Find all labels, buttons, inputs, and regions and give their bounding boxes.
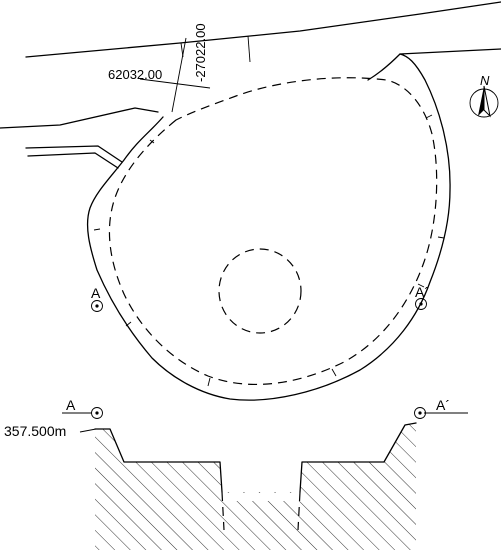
outline-hachures: [93, 114, 445, 387]
section-label-a-plan: A: [91, 285, 101, 301]
pit-outer-outline: [86, 53, 451, 401]
road-edge: [399, 48, 501, 55]
pit-inner-dashed-outline: [108, 77, 438, 385]
section-label-a-prime-plan: A´: [415, 284, 429, 300]
section-pit-wall-left: [221, 491, 225, 531]
section-pit-wall-right: [297, 491, 301, 531]
section-profile-right: [299, 422, 417, 493]
elevation-leader: [79, 428, 97, 433]
channel-lower-edge-b: [27, 152, 119, 169]
plan-view: 62032.00 -27022.00 A: [0, 1, 501, 401]
section-hatched-fill: [95, 423, 416, 550]
elevation-label: 357.500m: [4, 423, 66, 439]
section-marker-a: A: [66, 397, 103, 419]
section-marker-a-prime: A´: [414, 397, 450, 419]
pit-bottom-circle: [218, 248, 302, 334]
coordinate-line-easting: [139, 78, 211, 89]
boundary-line: [25, 1, 501, 58]
section-label-a: A: [66, 397, 76, 413]
coordinate-line-northing: [171, 37, 187, 113]
boundary-tick: [247, 35, 251, 63]
section-profile: [94, 428, 223, 493]
section-pit-fill: [222, 493, 300, 501]
north-arrow-icon: N: [469, 73, 499, 118]
section-marker-a-plan: A: [91, 285, 103, 312]
section-view: A A´ 357.500m: [4, 397, 468, 550]
north-label: N: [480, 73, 490, 88]
coordinate-easting-label: 62032.00: [108, 67, 162, 82]
channel-lower-edge-a: [25, 145, 123, 163]
section-label-a-prime: A´: [436, 397, 450, 413]
section-marker-a-prime-plan: A´: [415, 284, 429, 310]
channel-upper-edge: [0, 107, 159, 129]
coordinate-northing-label: -27022.00: [193, 23, 208, 82]
